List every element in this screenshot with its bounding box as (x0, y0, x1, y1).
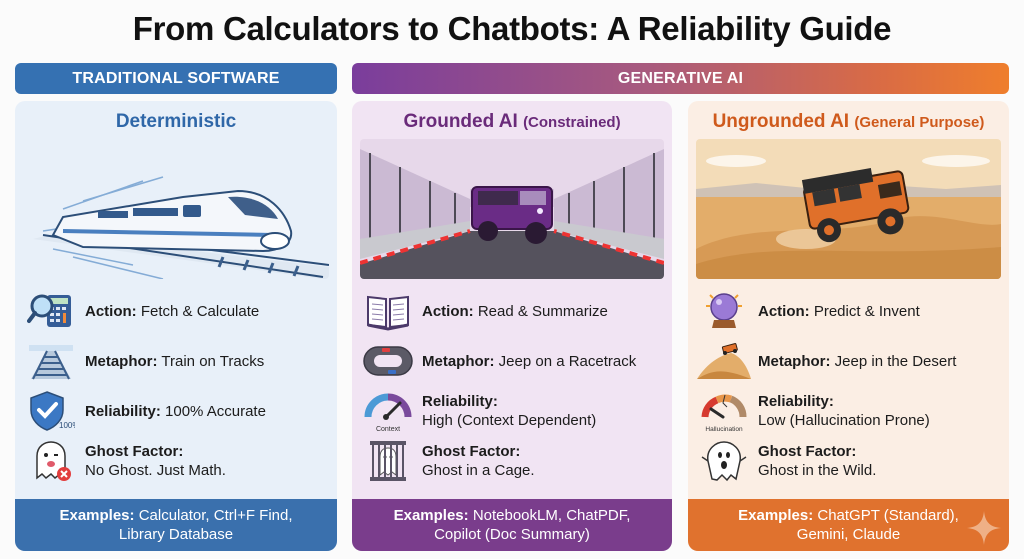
examples-footer: Examples: NotebookLM, ChatPDF, Copilot (… (352, 499, 672, 551)
panel-title: Grounded AI (Constrained) (403, 111, 621, 132)
desert-jeep-illustration (696, 139, 1001, 279)
gauge-context-icon: Context (360, 389, 416, 433)
page-title: From Calculators to Chatbots: A Reliabil… (132, 10, 892, 47)
band-label: GENERATIVE AI (617, 69, 744, 87)
open-book-icon (360, 289, 416, 333)
metaphor-row: Metaphor: Jeep on a Racetrack (360, 336, 668, 386)
ghost-factor-row: Ghost Factor:Ghost in the Wild. (696, 436, 1005, 486)
panel-ungrounded: Ungrounded AI (General Purpose) (688, 101, 1009, 551)
svg-text:Hallucination: Hallucination (705, 426, 743, 433)
magnifier-calculator-icon (23, 289, 79, 333)
scared-ghost-icon (696, 439, 752, 483)
action-row: Action: Read & Summarize (360, 286, 668, 336)
ghost-crossed-icon (23, 439, 79, 483)
svg-text:100%: 100% (59, 421, 75, 430)
reliability-row: Context Reliability:High (Context Depend… (360, 386, 668, 436)
ghost-factor-row: Ghost Factor:No Ghost. Just Math. (23, 436, 333, 486)
sparkle-icon (967, 511, 1001, 545)
railway-tracks-icon (23, 339, 79, 383)
racetrack-icon (360, 339, 416, 383)
examples-footer: Examples: ChatGPT (Standard), Gemini, Cl… (688, 499, 1009, 551)
crystal-ball-icon (696, 289, 752, 333)
panel-grounded: Grounded AI (Constrained) (352, 101, 672, 551)
desert-jeep-icon (696, 339, 752, 383)
panel-title: Deterministic (115, 111, 237, 132)
caged-ghost-icon (360, 439, 416, 483)
svg-text:Context: Context (376, 426, 400, 433)
broken-gauge-icon: Hallucination (696, 389, 752, 433)
reliability-row: 100% Reliability: 100% Accurate (23, 386, 333, 436)
generative-ai-band: GENERATIVE AI (352, 63, 1009, 94)
reliability-row: Hallucination Reliability:Low (Hallucina… (696, 386, 1005, 436)
racetrack-jeep-illustration (360, 139, 664, 279)
metaphor-row: Metaphor: Jeep in the Desert (696, 336, 1005, 386)
metaphor-row: Metaphor: Train on Tracks (23, 336, 333, 386)
ghost-factor-row: Ghost Factor:Ghost in a Cage. (360, 436, 668, 486)
action-row: Action: Predict & Invent (696, 286, 1005, 336)
panel-traditional: Deterministic (15, 101, 337, 551)
traditional-software-band: TRADITIONAL SOFTWARE (15, 63, 337, 94)
shield-check-icon: 100% (23, 389, 79, 433)
panel-title: Ungrounded AI (General Purpose) (712, 111, 985, 132)
band-label: TRADITIONAL SOFTWARE (72, 69, 280, 87)
examples-footer: Examples: Calculator, Ctrl+F Find, Libra… (15, 499, 337, 551)
train-illustration (23, 139, 329, 279)
action-row: Action: Fetch & Calculate (23, 286, 333, 336)
